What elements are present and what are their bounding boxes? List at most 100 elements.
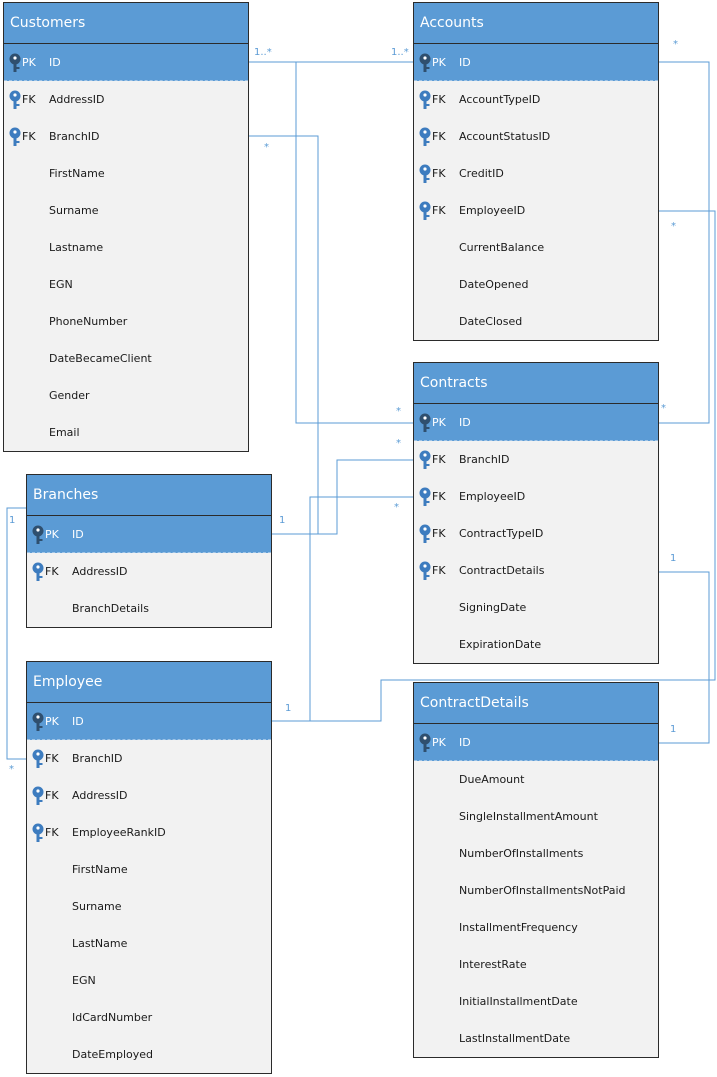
multiplicity-account-employee: * <box>671 221 676 232</box>
field-row: Lastname <box>4 229 248 266</box>
multiplicity-employee-right: 1 <box>285 703 292 714</box>
key-type-label: FK <box>22 93 36 106</box>
key-type-label: FK <box>432 453 446 466</box>
key-icon <box>8 127 22 147</box>
field-name: FirstName <box>72 863 128 876</box>
field-name: ContractTypeID <box>459 527 544 540</box>
field-name: DateEmployed <box>72 1048 153 1061</box>
multiplicity-contract-branch: * <box>396 438 401 449</box>
field-row: FK AddressID <box>4 81 248 118</box>
key-type-label: PK <box>432 736 446 749</box>
rel-contract-contractdetails <box>658 571 710 744</box>
multiplicity-account-top-right: * <box>673 39 678 50</box>
field-name: DueAmount <box>459 773 525 786</box>
field-row: FirstName <box>4 155 248 192</box>
field-row: FirstName <box>27 851 271 888</box>
entity-title: ContractDetails <box>414 683 658 724</box>
field-name: BranchID <box>72 752 123 765</box>
field-name: EGN <box>49 278 73 291</box>
field-name: ID <box>459 416 471 429</box>
field-name: InterestRate <box>459 958 527 971</box>
key-icon <box>418 487 432 507</box>
key-icon <box>31 562 45 582</box>
multiplicity-customer-account-left: 1..* <box>254 47 272 58</box>
field-row: SigningDate <box>414 589 658 626</box>
field-name: EmployeeRankID <box>72 826 166 839</box>
key-icon <box>31 712 45 732</box>
multiplicity-contract-right: * <box>661 403 666 414</box>
field-name: CurrentBalance <box>459 241 545 254</box>
field-name: NumberOfInstallments <box>459 847 584 860</box>
field-row: LastInstallmentDate <box>414 1020 658 1057</box>
field-name: PhoneNumber <box>49 315 128 328</box>
key-icon <box>418 561 432 581</box>
field-name: DateClosed <box>459 315 523 328</box>
field-name: ID <box>72 715 84 728</box>
key-icon <box>31 823 45 843</box>
field-name: Lastname <box>49 241 104 254</box>
field-name: BranchID <box>459 453 510 466</box>
field-row: DateEmployed <box>27 1036 271 1073</box>
field-name: Surname <box>49 204 99 217</box>
field-row: Email <box>4 414 248 451</box>
key-icon <box>418 127 432 147</box>
field-name: ID <box>459 736 471 749</box>
key-type-label: FK <box>45 826 59 839</box>
field-row: FK BranchID <box>414 441 658 478</box>
field-name: ExpirationDate <box>459 638 542 651</box>
key-type-label: FK <box>432 130 446 143</box>
field-name: NumberOfInstallmentsNotPaid <box>459 884 626 897</box>
field-name: InstallmentFrequency <box>459 921 578 934</box>
field-name: Email <box>49 426 80 439</box>
key-type-label: PK <box>45 528 59 541</box>
key-type-label: PK <box>432 416 446 429</box>
field-name: LastName <box>72 937 128 950</box>
multiplicity-branch-left: 1 <box>9 515 16 526</box>
field-name: ID <box>49 56 61 69</box>
multiplicity-branch-right: 1 <box>279 515 286 526</box>
field-name: IdCardNumber <box>72 1011 153 1024</box>
field-name: Gender <box>49 389 90 402</box>
rel-account-employee <box>272 210 716 722</box>
rel-customer-contract <box>295 62 413 424</box>
entity-title: Customers <box>4 3 248 44</box>
field-name: Surname <box>72 900 122 913</box>
key-icon <box>8 90 22 110</box>
key-icon <box>418 90 432 110</box>
rel-employee-contract <box>309 496 413 721</box>
field-name: SingleInstallmentAmount <box>459 810 598 823</box>
key-icon <box>418 413 432 433</box>
key-icon <box>31 525 45 545</box>
field-name: ContractDetails <box>459 564 545 577</box>
multiplicity-employee-left: * <box>9 764 14 775</box>
field-row: Surname <box>27 888 271 925</box>
field-row: InstallmentFrequency <box>414 909 658 946</box>
field-name: AddressID <box>72 565 128 578</box>
rel-customer-branch <box>248 135 319 535</box>
key-icon <box>31 786 45 806</box>
key-type-label: FK <box>432 93 446 106</box>
field-name: AddressID <box>49 93 105 106</box>
key-icon <box>418 450 432 470</box>
rel-branch-employee <box>6 507 26 760</box>
field-row: PK ID <box>414 404 658 441</box>
field-row: NumberOfInstallments <box>414 835 658 872</box>
field-name: AddressID <box>72 789 128 802</box>
field-row: InitialInstallmentDate <box>414 983 658 1020</box>
key-type-label: PK <box>22 56 36 69</box>
rel-account-contract <box>658 61 710 424</box>
key-type-label: FK <box>432 167 446 180</box>
